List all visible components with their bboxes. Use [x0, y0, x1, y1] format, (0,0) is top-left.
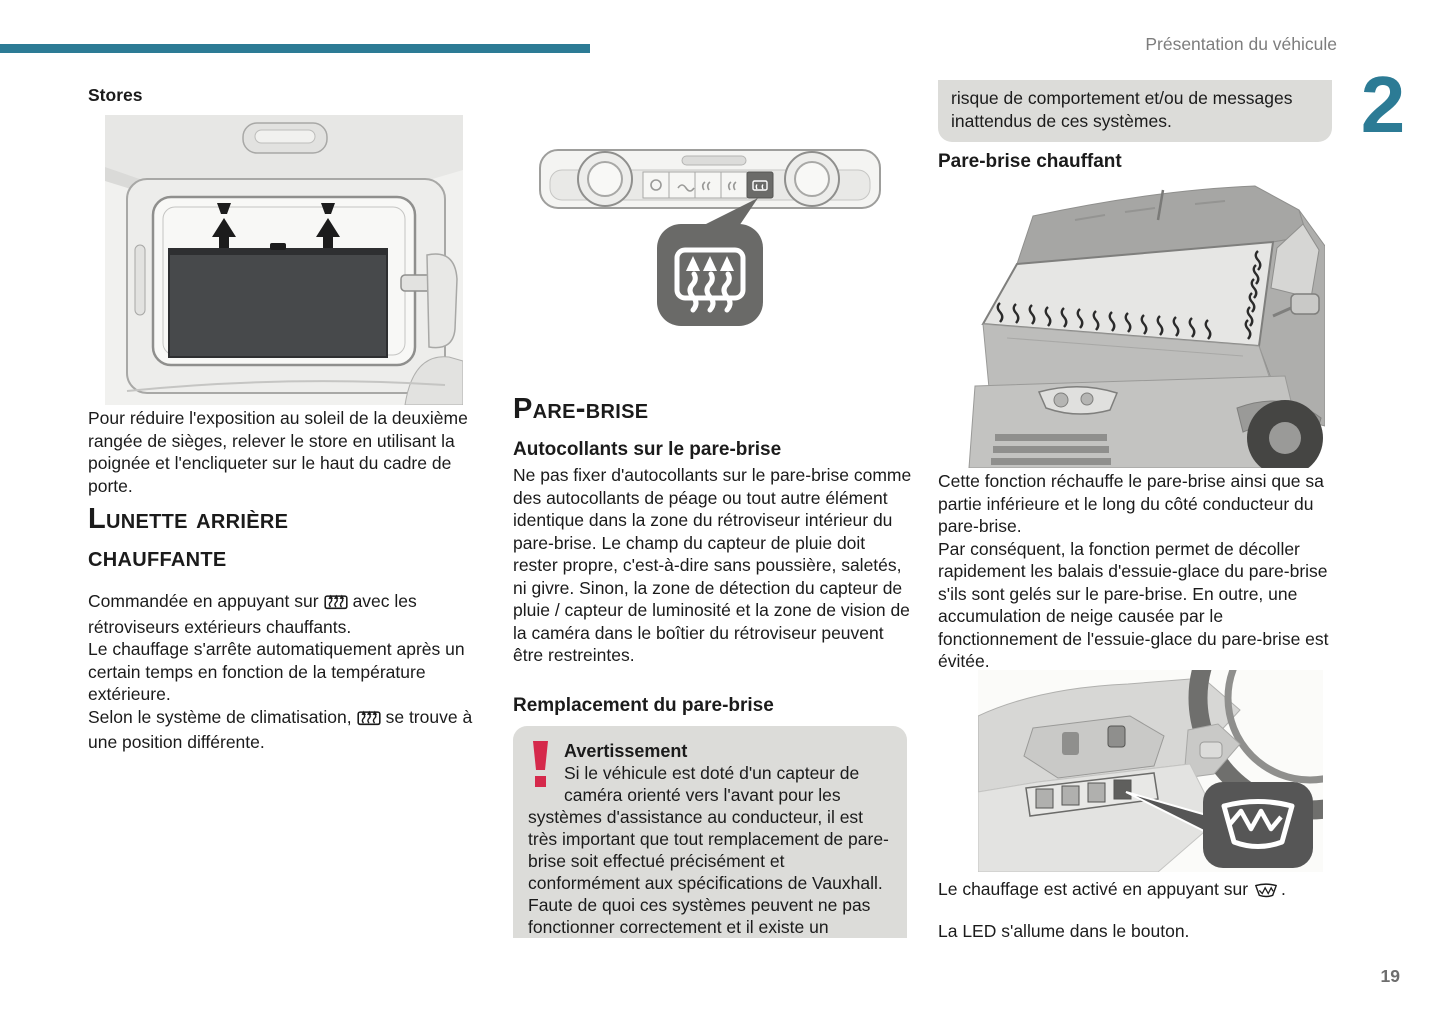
activation-line: Le chauffage est activé en appuyant sur. — [938, 878, 1348, 904]
dashboard-button-illustration — [978, 670, 1323, 872]
stores-paragraph: Pour réduire l'exposition au soleil de l… — [88, 408, 468, 496]
heated-windshield-paragraphs: Cette fonction réchauffe le pare-brise a… — [938, 470, 1338, 673]
p3-after: se trouve à une position différente. — [88, 706, 473, 753]
heated-rear-window-icon — [357, 709, 381, 732]
warning-text: Si le véhicule est doté d'un capteur de … — [528, 763, 889, 937]
heated-windshield-p2: Par conséquent, la fonction permet de dé… — [938, 538, 1329, 672]
heated-windshield-heading: Pare-brise chauffant — [938, 151, 1122, 172]
van-heated-windshield-illustration — [955, 176, 1325, 468]
rear-window-p2: Le chauffage s'arrête automatiquement ap… — [88, 639, 465, 704]
heated-windshield-icon — [1253, 881, 1279, 904]
rear-window-p3: Selon le système de climatisation,se tro… — [88, 706, 490, 754]
warning-continuation-text: risque de comportement et/ou de messages… — [951, 88, 1293, 131]
p1-before: Commandée en appuyant sur — [88, 591, 319, 611]
activation-before: Le chauffage est activé en appuyant sur — [938, 879, 1249, 899]
warning-continuation-box: risque de comportement et/ou de messages… — [938, 80, 1332, 142]
page-number: 19 — [1380, 966, 1400, 986]
rear-window-heading: Lunette arrière chauffante — [88, 503, 289, 573]
stickers-paragraph: Ne pas fixer d'autocollants sur le pare-… — [513, 465, 912, 665]
p1-after: avec les rétroviseurs extérieurs chauffa… — [88, 591, 417, 637]
heated-rear-window-icon — [323, 593, 348, 616]
led-line: La LED s'allume dans le bouton. — [938, 921, 1190, 941]
p3-before: Selon le système de climatisation, — [88, 706, 352, 727]
sunshade-illustration — [105, 115, 463, 405]
header-rule — [0, 44, 590, 53]
warning-box: Avertissement Si le véhicule est doté d'… — [513, 726, 907, 938]
climate-console-illustration — [530, 140, 890, 340]
replacement-subheading: Remplacement du pare-brise — [513, 695, 774, 716]
exclamation-icon — [528, 741, 553, 787]
running-header: Présentation du véhicule — [1145, 34, 1337, 54]
chapter-number: 2 — [1360, 60, 1406, 149]
windshield-heading: Pare-brise — [513, 393, 649, 425]
stickers-subheading: Autocollants sur le pare-brise — [513, 439, 782, 460]
warning-title: Avertissement — [564, 741, 688, 761]
heated-windshield-p1: Cette fonction réchauffe le pare-brise a… — [938, 471, 1324, 536]
stores-heading: Stores — [88, 85, 143, 105]
activation-after: . — [1281, 879, 1286, 899]
